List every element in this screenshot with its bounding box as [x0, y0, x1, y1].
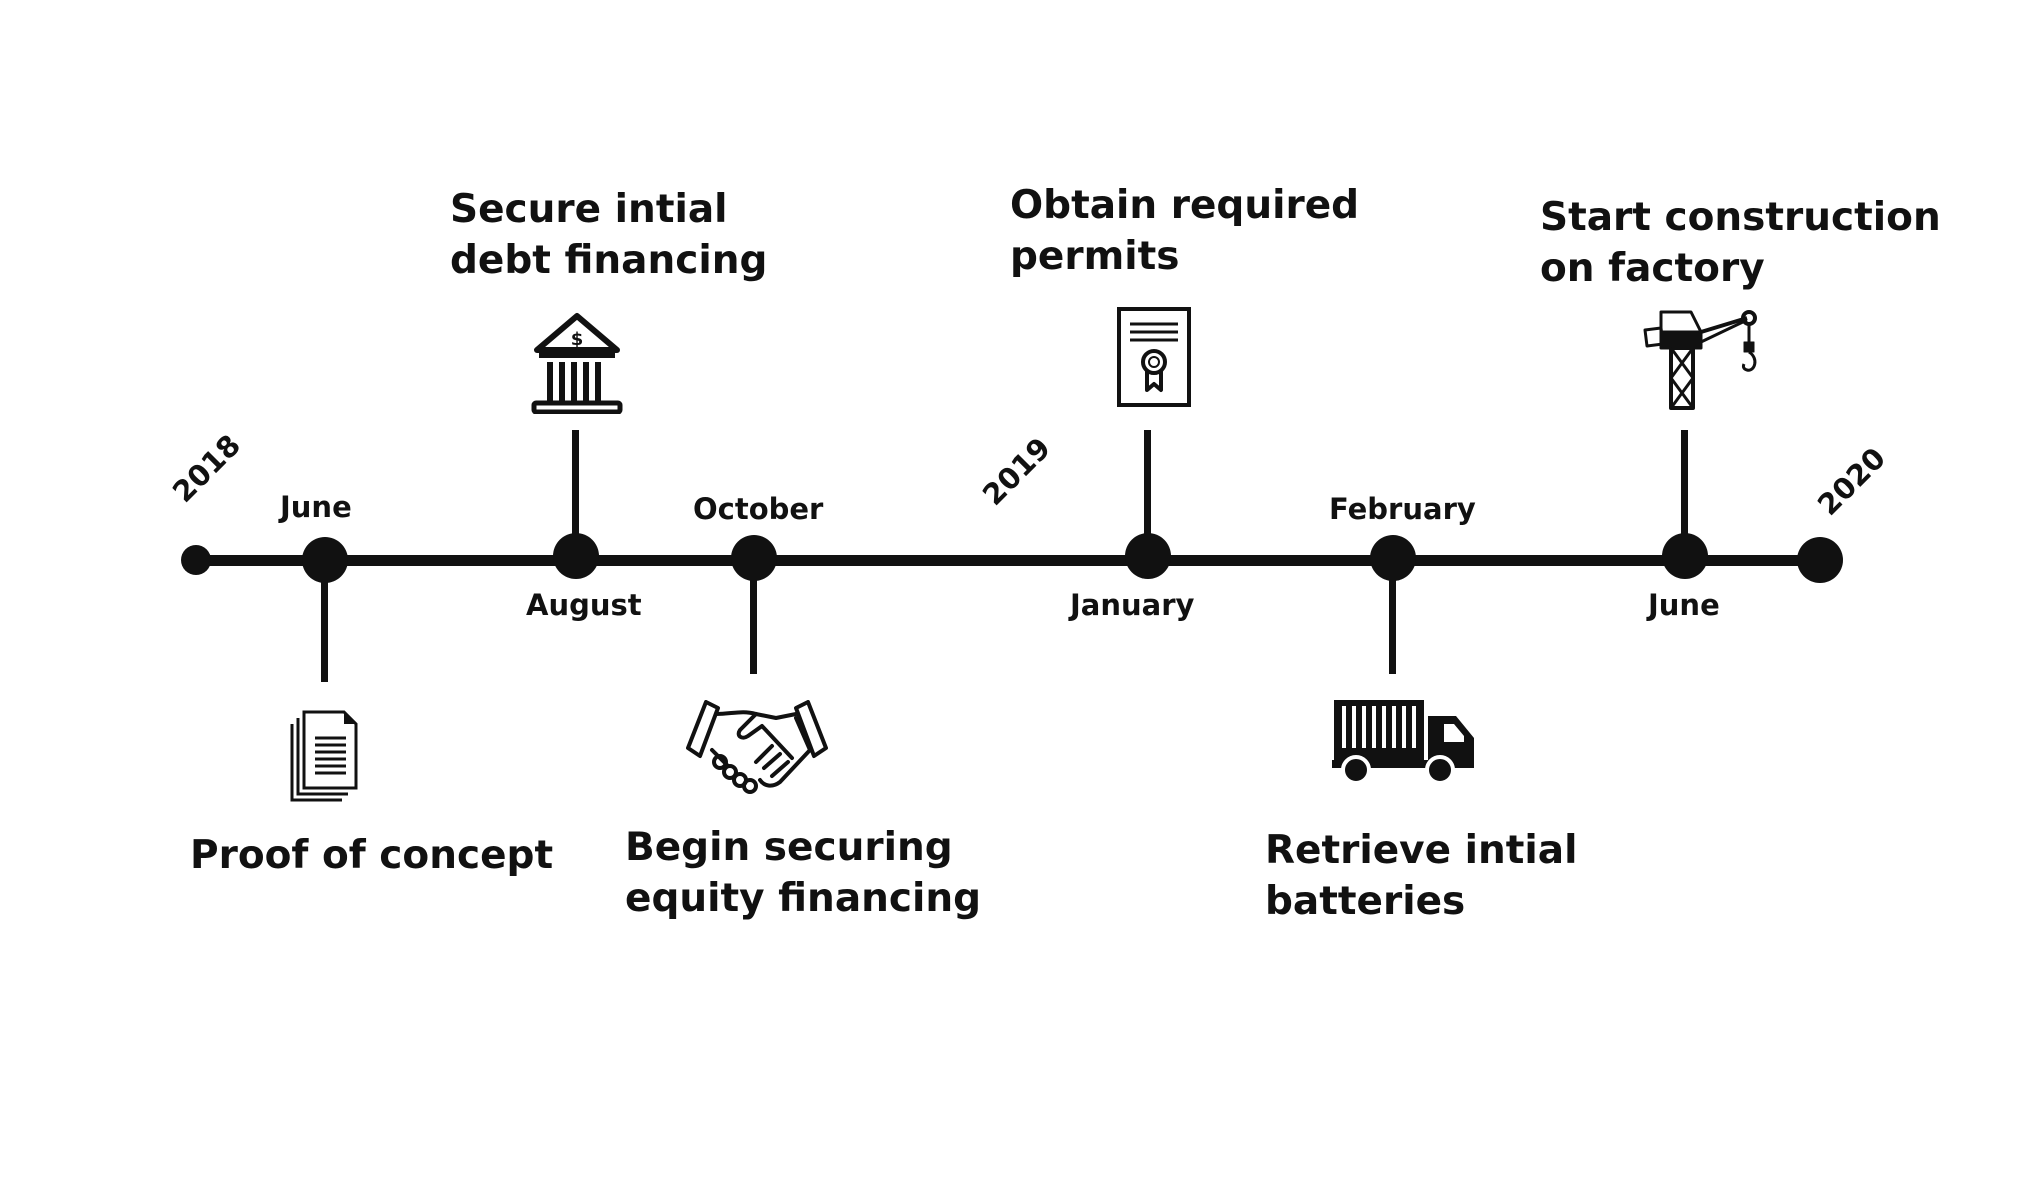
- month-label: June: [1648, 588, 1720, 622]
- milestone-stem: [1389, 580, 1396, 674]
- end-dot: [1797, 537, 1843, 583]
- start-dot: [181, 545, 211, 575]
- milestone-dot: [1125, 533, 1171, 579]
- year-label-2020: 2020: [1810, 440, 1893, 522]
- month-label: January: [1070, 588, 1195, 622]
- crane-icon: [1643, 308, 1759, 410]
- milestone-stem: [1681, 430, 1688, 538]
- bank-icon: $: [531, 312, 623, 414]
- milestone-title-line: Secure intial: [450, 187, 728, 232]
- milestone-title-line: permits: [1010, 234, 1180, 279]
- milestone-dot: [302, 537, 348, 583]
- milestone-title: Start construction on factory: [1540, 192, 1941, 294]
- documents-icon: [290, 710, 360, 802]
- milestone-dot: [553, 533, 599, 579]
- milestone-title: Secure intial debt financing: [450, 184, 767, 286]
- month-label: October: [693, 492, 824, 526]
- milestone-title-line: on factory: [1540, 246, 1765, 291]
- milestone-stem: [572, 430, 579, 538]
- milestone-title-line: Start construction: [1540, 195, 1941, 240]
- milestone-dot: [1662, 533, 1708, 579]
- milestone-title: Begin securing equity financing: [625, 822, 981, 924]
- milestone-stem: [750, 580, 757, 674]
- timeline-axis: [196, 555, 1824, 566]
- year-label-2018: 2018: [165, 427, 248, 509]
- milestone-title-line: batteries: [1265, 879, 1466, 924]
- milestone-stem: [321, 582, 328, 682]
- milestone-title: Proof of concept: [190, 833, 554, 878]
- milestone-title: Retrieve intial batteries: [1265, 825, 1577, 927]
- svg-text:$: $: [571, 329, 584, 350]
- milestone-dot: [731, 535, 777, 581]
- milestone-title-line: Begin securing: [625, 825, 953, 870]
- milestone-title-line: Retrieve intial: [1265, 828, 1578, 873]
- milestone-title-line: Obtain required: [1010, 183, 1360, 228]
- month-label: February: [1329, 492, 1476, 526]
- year-label-2019: 2019: [975, 430, 1058, 512]
- month-label: June: [280, 490, 352, 524]
- certificate-icon: [1116, 306, 1192, 408]
- milestone-title-line: equity financing: [625, 876, 982, 921]
- milestone-title-line: debt financing: [450, 238, 768, 283]
- handshake-icon: [684, 700, 830, 796]
- truck-icon: [1332, 698, 1476, 784]
- milestone-title: Obtain required permits: [1010, 180, 1359, 282]
- milestone-dot: [1370, 535, 1416, 581]
- month-label: August: [526, 588, 642, 622]
- milestone-stem: [1144, 430, 1151, 538]
